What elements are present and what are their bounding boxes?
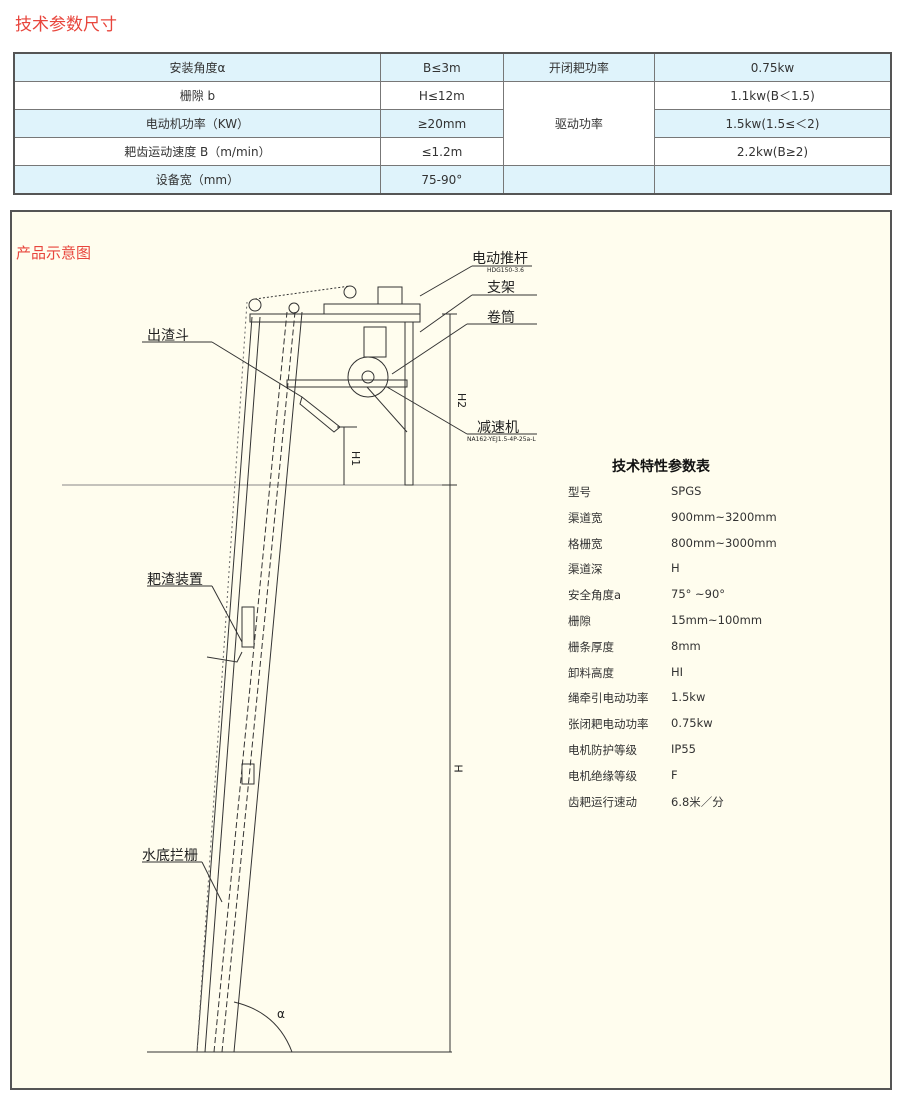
- spec-row: 型号 SPGS: [568, 484, 777, 510]
- spec-row: 齿耙运行速动 6.8米／分: [568, 794, 777, 820]
- label-h2: H2: [455, 392, 469, 409]
- label-h1: H1: [349, 450, 363, 467]
- cell: 安装角度α: [13, 52, 381, 82]
- spec-key: 齿耙运行速动: [568, 794, 637, 809]
- spec-row: 渠道宽 900mm~3200mm: [568, 510, 777, 536]
- label-hopper: 出渣斗: [147, 328, 189, 344]
- label-pushrod: 电动推杆: [472, 251, 528, 267]
- spec-value: 900mm~3200mm: [671, 509, 777, 524]
- spec-row: 电机绝缘等级 F: [568, 768, 777, 794]
- cell: 开闭耙功率: [502, 52, 655, 82]
- spec-key: 绳牵引电动功率: [568, 691, 649, 706]
- label-reducer-model: NA162-YEJ1.5-4P-25a-L: [467, 436, 536, 443]
- spec-value: 15mm~100mm: [671, 612, 763, 627]
- spec-value: F: [671, 767, 678, 782]
- table-row: 设备宽（mm） 75-90°: [13, 165, 892, 195]
- spec-key: 张闭耙电动功率: [568, 717, 649, 732]
- spec-value: 1.5kw: [671, 690, 706, 705]
- cell: 2.2kw(B≥2): [653, 137, 892, 166]
- spec-key: 型号: [568, 485, 591, 499]
- spec-row: 卸料高度 HI: [568, 665, 777, 691]
- label-grate: 水底拦栅: [142, 848, 198, 864]
- spec-row: 格栅宽 800mm~3000mm: [568, 536, 777, 562]
- spec-value: 800mm~3000mm: [671, 535, 777, 550]
- spec-row: 栅条厚度 8mm: [568, 639, 777, 665]
- cell: 栅隙 b: [13, 81, 381, 110]
- spec-row: 栅隙 15mm~100mm: [568, 613, 777, 639]
- cell: 电动机功率（KW）: [13, 109, 381, 138]
- spec-key: 卸料高度: [568, 665, 614, 680]
- spec-value: H: [671, 561, 680, 576]
- table-row: 栅隙 b H≤12m 驱动功率 1.1kw(B＜1.5): [13, 81, 892, 166]
- spec-row: 渠道深 H: [568, 561, 777, 587]
- spec-row: 张闭耙电动功率 0.75kw: [568, 716, 777, 742]
- cell: B≤3m: [379, 52, 504, 82]
- spec-row: 绳牵引电动功率 1.5kw: [568, 690, 777, 716]
- cell: H≤12m: [379, 81, 504, 110]
- diagram-title: 产品示意图: [16, 244, 92, 262]
- table-row: 耙齿运动速度 B（m/min） ≤1.2m 2.2kw(B≥2): [13, 137, 892, 166]
- spec-key: 渠道宽: [568, 510, 603, 525]
- cell: 1.1kw(B＜1.5): [653, 81, 892, 110]
- cell: ≥20mm: [379, 109, 504, 138]
- label-h: H: [451, 764, 465, 773]
- cell: 75-90°: [379, 165, 504, 195]
- machine-drawing: [62, 265, 537, 1053]
- spec-table-title: 技术特性参数表: [612, 459, 710, 475]
- label-alpha: α: [277, 1007, 285, 1021]
- label-reducer: 减速机: [477, 420, 519, 436]
- spec-table: 型号 SPGS 渠道宽 900mm~3200mm 格栅宽 800mm~3000mm 渠…: [568, 484, 777, 819]
- label-bracket: 支架: [487, 280, 515, 296]
- spec-key: 安全角度a: [568, 588, 622, 603]
- section-title: 技术参数尺寸: [15, 15, 117, 35]
- spec-row: 安全角度a 75° ~90°: [568, 587, 777, 613]
- cell: 设备宽（mm）: [13, 165, 381, 195]
- cell: ≤1.2m: [379, 137, 504, 166]
- spec-key: 渠道深: [568, 562, 603, 577]
- spec-key: 格栅宽: [568, 536, 603, 551]
- spec-key: 电机绝缘等级: [568, 768, 637, 783]
- cell: 1.5kw(1.5≤＜2): [653, 109, 892, 138]
- cell: [653, 165, 892, 195]
- label-pushrod-model: HDG150-3.6: [487, 267, 524, 274]
- label-rake: 耙渣装置: [147, 572, 203, 588]
- spec-value: HI: [671, 664, 684, 679]
- product-diagram-panel: 产品示意图 电动推杆 HDG150-3.6 支: [10, 210, 892, 1090]
- spec-key: 栅隙: [568, 613, 591, 628]
- spec-value: IP55: [671, 741, 696, 756]
- cell: 耙齿运动速度 B（m/min）: [13, 137, 381, 166]
- table-row: 电动机功率（KW） ≥20mm 1.5kw(1.5≤＜2): [13, 109, 892, 138]
- params-table: 安装角度α B≤3m 开闭耙功率 0.75kw 栅隙 b H≤12m 驱动功率 …: [13, 52, 892, 195]
- spec-key: 栅条厚度: [568, 639, 614, 654]
- spec-value: 75° ~90°: [671, 587, 726, 602]
- spec-value: SPGS: [671, 484, 702, 498]
- spec-value: 0.75kw: [671, 716, 713, 731]
- spec-value: 6.8米／分: [671, 794, 724, 809]
- label-drum: 卷筒: [487, 310, 515, 326]
- spec-row: 电机防护等级 IP55: [568, 742, 777, 768]
- spec-key: 电机防护等级: [568, 742, 637, 757]
- cell: 驱动功率: [502, 81, 655, 166]
- cell: [502, 165, 655, 195]
- cell: 0.75kw: [653, 52, 892, 82]
- spec-value: 8mm: [671, 638, 701, 653]
- table-row: 安装角度α B≤3m 开闭耙功率 0.75kw: [13, 52, 892, 82]
